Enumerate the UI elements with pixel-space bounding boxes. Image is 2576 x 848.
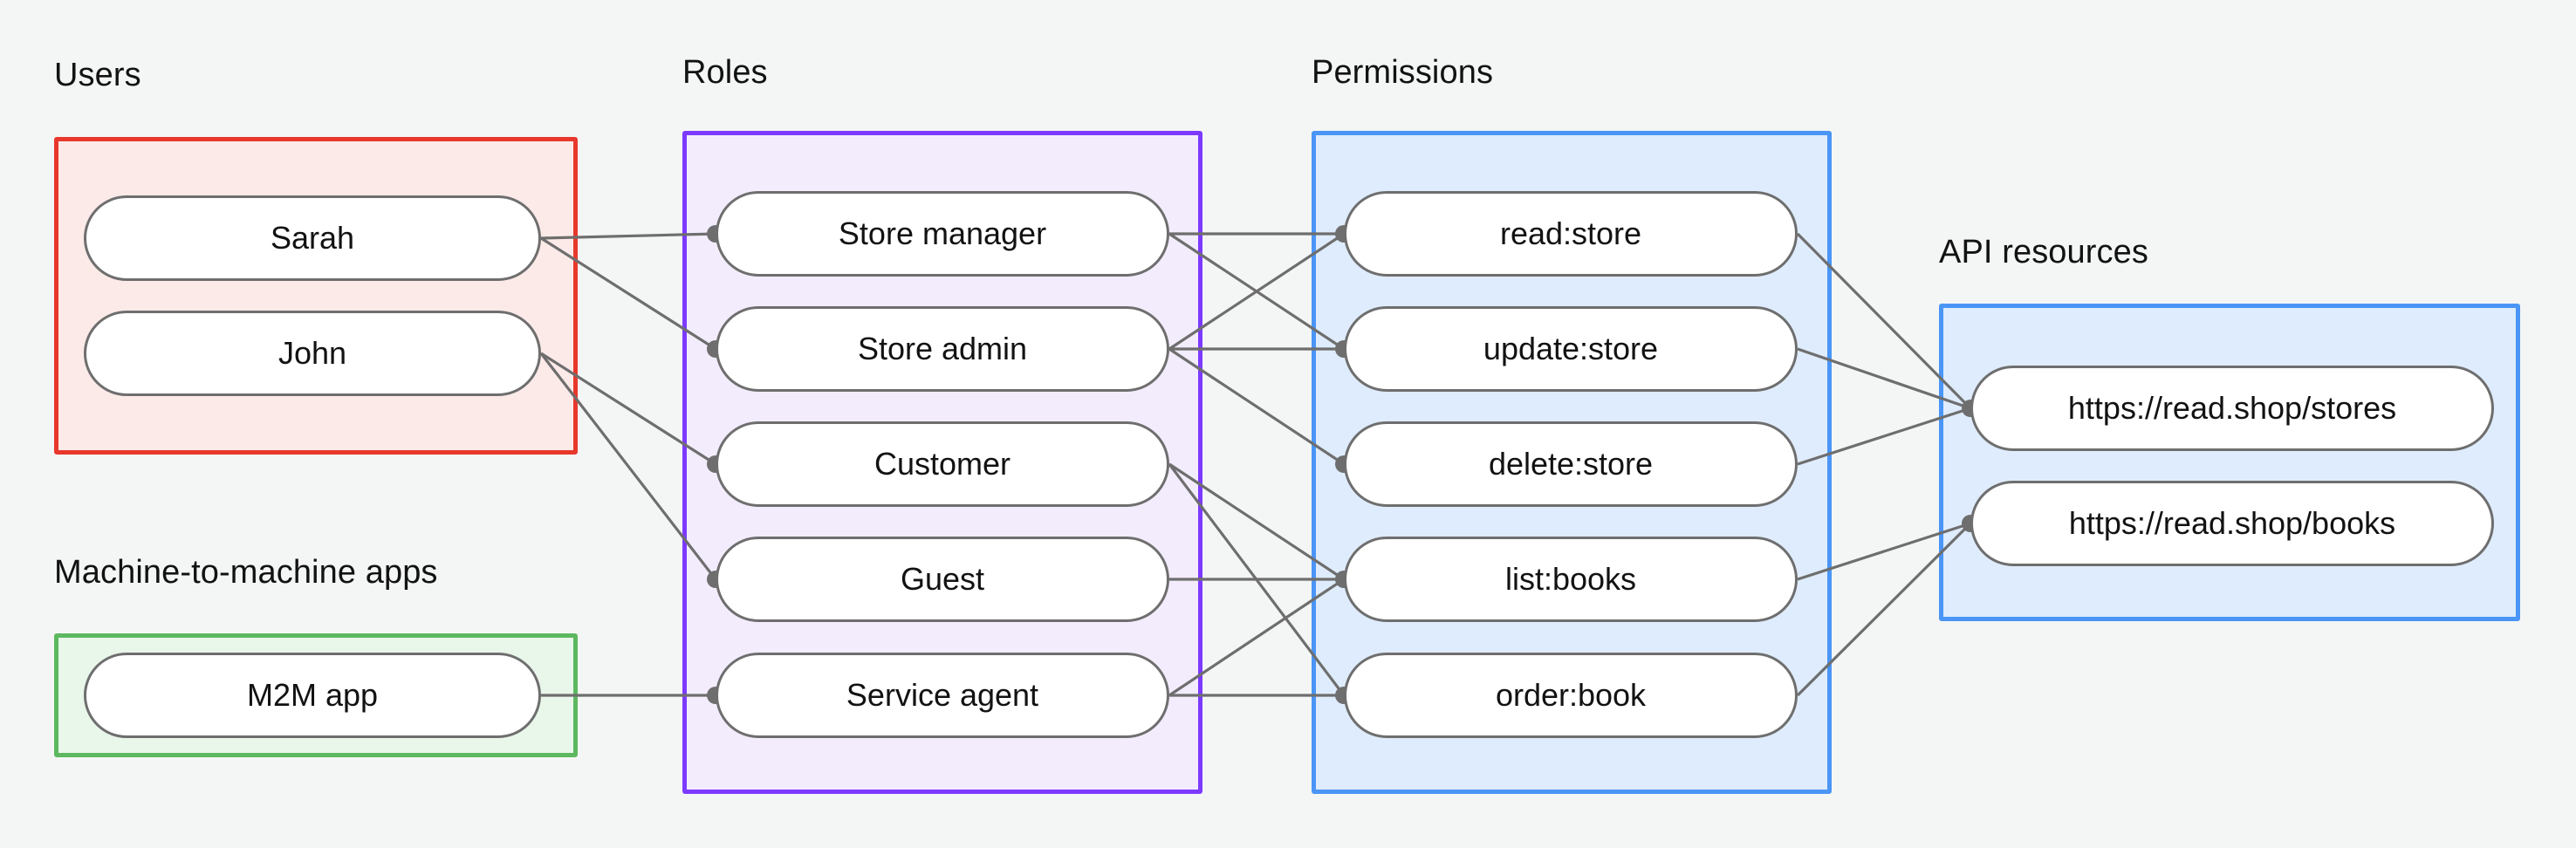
node-sarah[interactable]: Sarah xyxy=(84,195,541,281)
node-service-agent[interactable]: Service agent xyxy=(716,653,1169,738)
group-title-permissions: Permissions xyxy=(1312,54,1494,91)
group-title-api-resources: API resources xyxy=(1939,234,2148,270)
node-delete-store[interactable]: delete:store xyxy=(1344,421,1798,507)
node-list-books[interactable]: list:books xyxy=(1344,537,1798,622)
node-api-books[interactable]: https://read.shop/books xyxy=(1970,481,2494,566)
cluster-api-resources xyxy=(1939,304,2520,621)
node-store-admin[interactable]: Store admin xyxy=(716,306,1169,392)
cluster-users xyxy=(54,137,578,455)
node-customer[interactable]: Customer xyxy=(716,421,1169,507)
node-store-manager[interactable]: Store manager xyxy=(716,191,1169,277)
group-title-roles: Roles xyxy=(682,54,768,91)
group-title-users: Users xyxy=(54,57,141,93)
node-update-store[interactable]: update:store xyxy=(1344,306,1798,392)
node-m2m-app[interactable]: M2M app xyxy=(84,653,541,738)
group-title-m2m: Machine-to-machine apps xyxy=(54,554,438,591)
node-john[interactable]: John xyxy=(84,311,541,396)
node-guest[interactable]: Guest xyxy=(716,537,1169,622)
node-order-book[interactable]: order:book xyxy=(1344,653,1798,738)
node-read-store[interactable]: read:store xyxy=(1344,191,1798,277)
node-api-stores[interactable]: https://read.shop/stores xyxy=(1970,366,2494,451)
